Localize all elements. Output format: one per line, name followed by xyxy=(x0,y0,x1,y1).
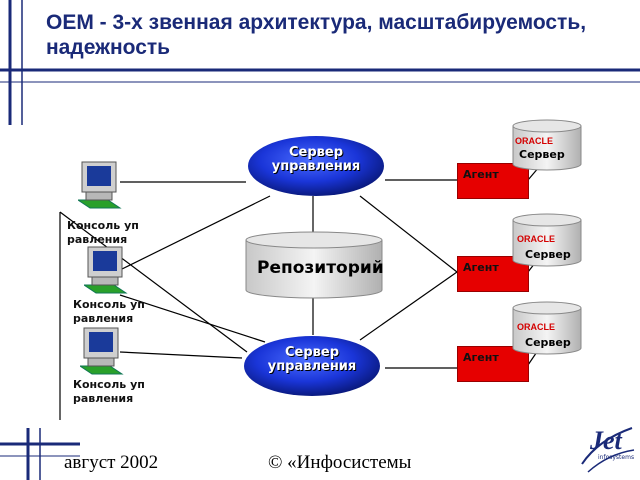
oracle-logo: ORACLE xyxy=(515,136,553,146)
jet-infosystems-logo: Jet infosystems xyxy=(578,420,636,476)
management-server-top: Сервер управления xyxy=(246,134,386,198)
repository-cylinder xyxy=(245,231,383,299)
console-label: Консоль управления xyxy=(67,219,139,246)
agent-3: Агент xyxy=(457,346,529,382)
database-cylinder xyxy=(512,213,582,267)
database-cylinder xyxy=(512,301,582,355)
console-label: Консоль управления xyxy=(73,298,145,325)
server-ellipse xyxy=(244,336,380,396)
footer-copyright: © «Инфосистемы xyxy=(268,452,412,473)
page-title: OEM - 3-х звенная архитектура, масштабир… xyxy=(46,11,587,59)
repository: Репозиторий xyxy=(244,230,384,300)
repository-label: Репозиторий xyxy=(257,258,384,278)
oracle-db-2: ORACLE Сервер xyxy=(511,212,583,268)
console-computer-icon xyxy=(78,161,122,209)
console-computer-icon xyxy=(84,246,128,294)
footer-date: август 2002 xyxy=(64,452,159,473)
db-label: Сервер xyxy=(519,148,565,161)
oracle-logo: ORACLE xyxy=(517,234,555,244)
database-cylinder xyxy=(512,119,582,171)
logo-text: Jet xyxy=(590,426,622,455)
console-computer-icon xyxy=(80,327,124,375)
server-label: Сервер управления xyxy=(271,145,361,174)
agent-1: Агент xyxy=(457,163,529,199)
oracle-logo: ORACLE xyxy=(517,322,555,332)
console-label: Консоль управления xyxy=(73,378,145,405)
management-server-bottom: Сервер управления xyxy=(242,334,382,398)
logo-graphic xyxy=(581,427,635,473)
db-label: Сервер xyxy=(525,336,571,349)
oracle-db-1: ORACLE Сервер xyxy=(511,118,583,172)
logo-subtext: infosystems xyxy=(598,454,635,461)
server-label: Сервер управления xyxy=(267,345,357,374)
server-ellipse xyxy=(248,136,384,196)
oracle-db-3: ORACLE Сервер xyxy=(511,300,583,356)
db-label: Сервер xyxy=(525,248,571,261)
